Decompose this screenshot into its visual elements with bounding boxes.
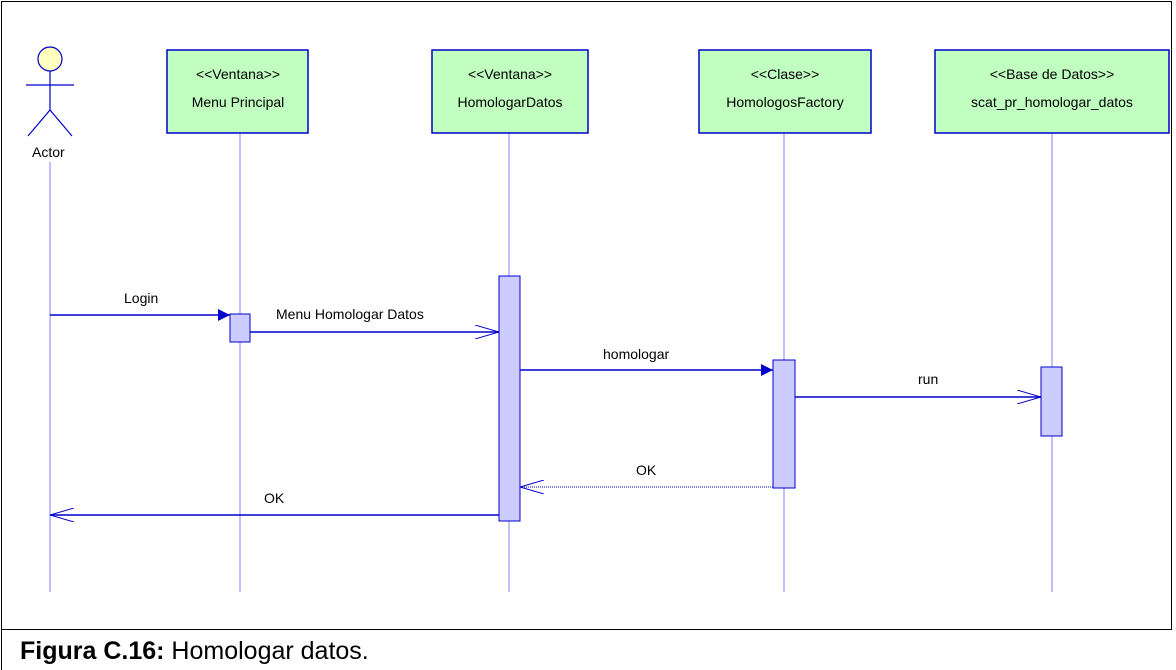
message-homologar-label: homologar [603,346,669,362]
object-name: HomologosFactory [726,94,844,110]
message-run-label: run [918,371,938,387]
object-homologar-datos: <<Ventana>> HomologarDatos [431,49,589,134]
caption-prefix: Figura C.16: [20,637,165,665]
activation-menu-principal [229,313,251,343]
activation-homologar-datos [498,275,521,522]
object-name: Menu Principal [192,94,285,110]
object-menu-principal: <<Ventana>> Menu Principal [166,49,309,134]
activation-scat-pr [1040,366,1063,437]
object-scat-pr-homologar-datos: <<Base de Datos>> scat_pr_homologar_dato… [934,49,1170,134]
figure-caption: Figura C.16: Homologar datos. [1,629,1172,670]
actor-label: Actor [32,144,65,160]
message-menu-homologar-datos-label: Menu Homologar Datos [276,306,424,322]
object-homologos-factory: <<Clase>> HomologosFactory [698,49,872,134]
object-stereotype: <<Base de Datos>> [990,66,1115,82]
caption-text: Homologar datos. [164,637,369,665]
object-name: scat_pr_homologar_datos [971,94,1133,110]
activation-homologos-factory [772,359,796,489]
message-login-label: Login [124,290,158,306]
object-stereotype: <<Ventana>> [468,66,552,82]
object-name: HomologarDatos [457,94,562,110]
sequence-diagram: Actor <<Ventana>> Menu Principal <<Venta… [26,46,1170,592]
actor-icon [26,46,74,137]
message-ok-final-label: OK [264,490,285,506]
object-stereotype: <<Ventana>> [196,66,280,82]
message-ok-return-label: OK [636,462,657,478]
object-stereotype: <<Clase>> [751,66,820,82]
